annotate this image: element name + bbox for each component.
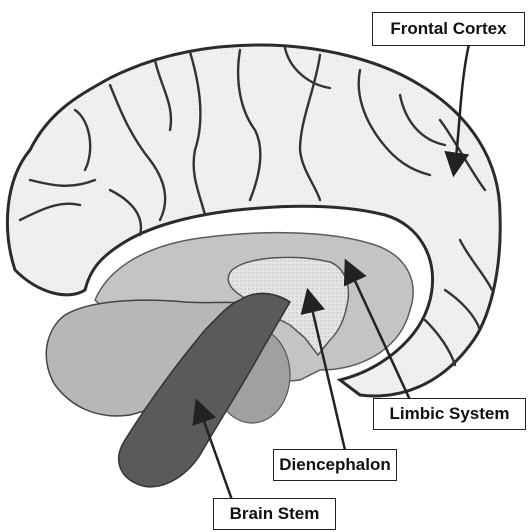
diencephalon-label: Diencephalon	[273, 449, 397, 481]
brain-stem-label: Brain Stem	[213, 498, 336, 530]
frontal-cortex-label: Frontal Cortex	[372, 12, 525, 46]
limbic-system-label: Limbic System	[373, 398, 526, 430]
